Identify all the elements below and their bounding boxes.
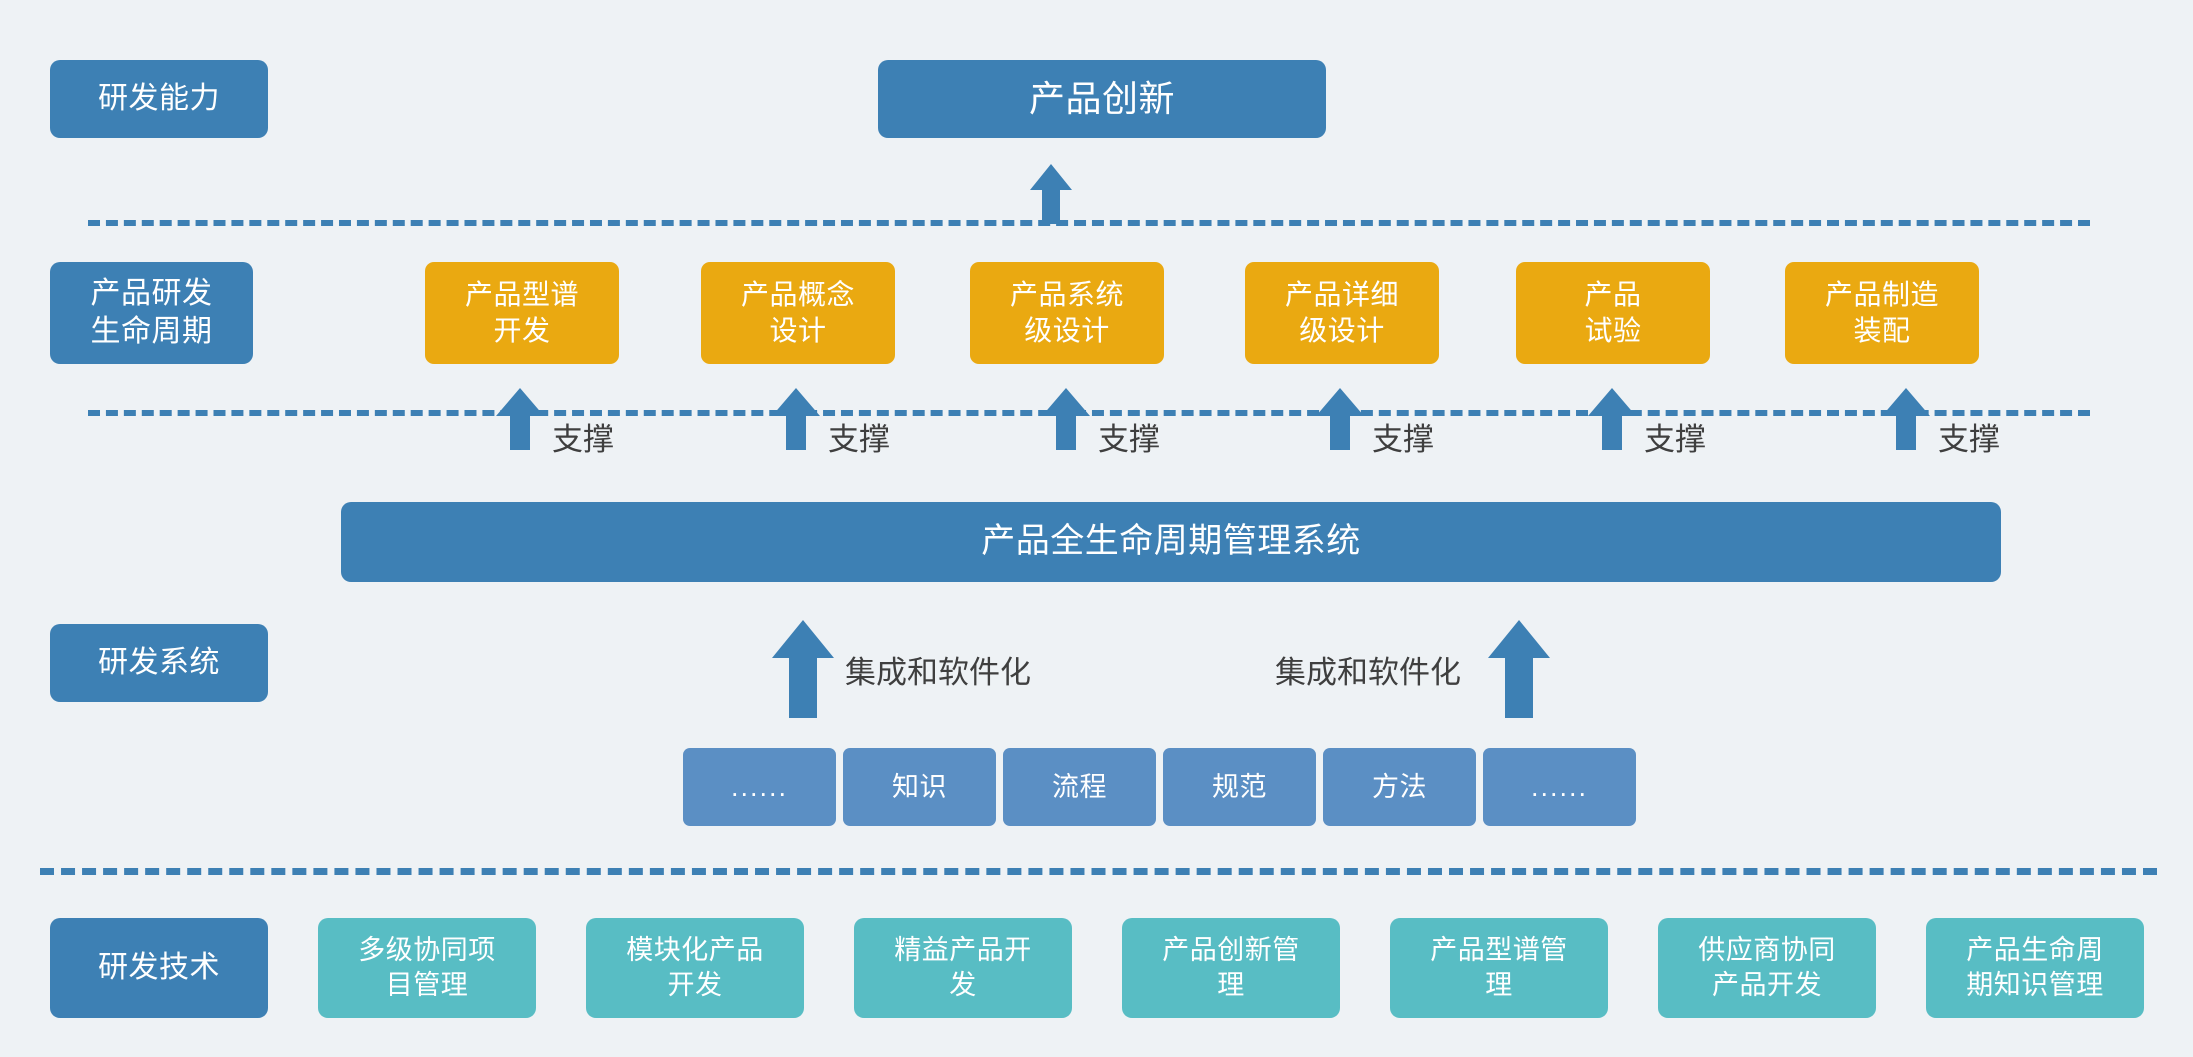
divider-system-technology (40, 868, 2157, 875)
row-label-system: 研发系统 (50, 624, 268, 702)
lifecycle-phase-box: 产品 试验 (1516, 262, 1710, 364)
lifecycle-phase-box: 产品制造 装配 (1785, 262, 1979, 364)
row-label-capability: 研发能力 (50, 60, 268, 138)
arrow-up-icon-innovation (1030, 164, 1072, 224)
technology-box: 产品型谱管 理 (1390, 918, 1608, 1018)
arrow-up-icon-support (772, 388, 820, 450)
knowledge-box: ...... (683, 748, 836, 826)
technology-box: 精益产品开 发 (854, 918, 1072, 1018)
arrow-up-icon-integration (1488, 620, 1550, 718)
row-label-lifecycle: 产品研发 生命周期 (50, 262, 253, 364)
technology-box: 模块化产品 开发 (586, 918, 804, 1018)
arrow-up-icon-support (1882, 388, 1930, 450)
support-label: 支撑 (1098, 422, 1160, 457)
divider-capability-lifecycle (88, 220, 2090, 226)
product-innovation-box: 产品创新 (878, 60, 1326, 138)
row-label-technology: 研发技术 (50, 918, 268, 1018)
lifecycle-phase-box: 产品型谱 开发 (425, 262, 619, 364)
arrow-up-icon-support (1588, 388, 1636, 450)
support-label: 支撑 (828, 422, 890, 457)
support-label: 支撑 (1644, 422, 1706, 457)
arrow-up-icon-integration (772, 620, 834, 718)
arrow-up-icon-support (1042, 388, 1090, 450)
arrow-up-icon-support (496, 388, 544, 450)
technology-box: 供应商协同 产品开发 (1658, 918, 1876, 1018)
plm-system-bar: 产品全生命周期管理系统 (341, 502, 2001, 582)
divider-lifecycle-system (88, 410, 2090, 416)
technology-box: 多级协同项 目管理 (318, 918, 536, 1018)
knowledge-box: 规范 (1163, 748, 1316, 826)
lifecycle-phase-box: 产品系统 级设计 (970, 262, 1164, 364)
support-label: 支撑 (1938, 422, 2000, 457)
integration-label: 集成和软件化 (1275, 655, 1461, 690)
lifecycle-phase-box: 产品详细 级设计 (1245, 262, 1439, 364)
support-label: 支撑 (1372, 422, 1434, 457)
lifecycle-phase-box: 产品概念 设计 (701, 262, 895, 364)
technology-box: 产品创新管 理 (1122, 918, 1340, 1018)
support-label: 支撑 (552, 422, 614, 457)
knowledge-box: 知识 (843, 748, 996, 826)
knowledge-box: 流程 (1003, 748, 1156, 826)
knowledge-box: 方法 (1323, 748, 1476, 826)
arrow-up-icon-support (1316, 388, 1364, 450)
integration-label: 集成和软件化 (845, 655, 1031, 690)
knowledge-box: ...... (1483, 748, 1636, 826)
technology-box: 产品生命周 期知识管理 (1926, 918, 2144, 1018)
